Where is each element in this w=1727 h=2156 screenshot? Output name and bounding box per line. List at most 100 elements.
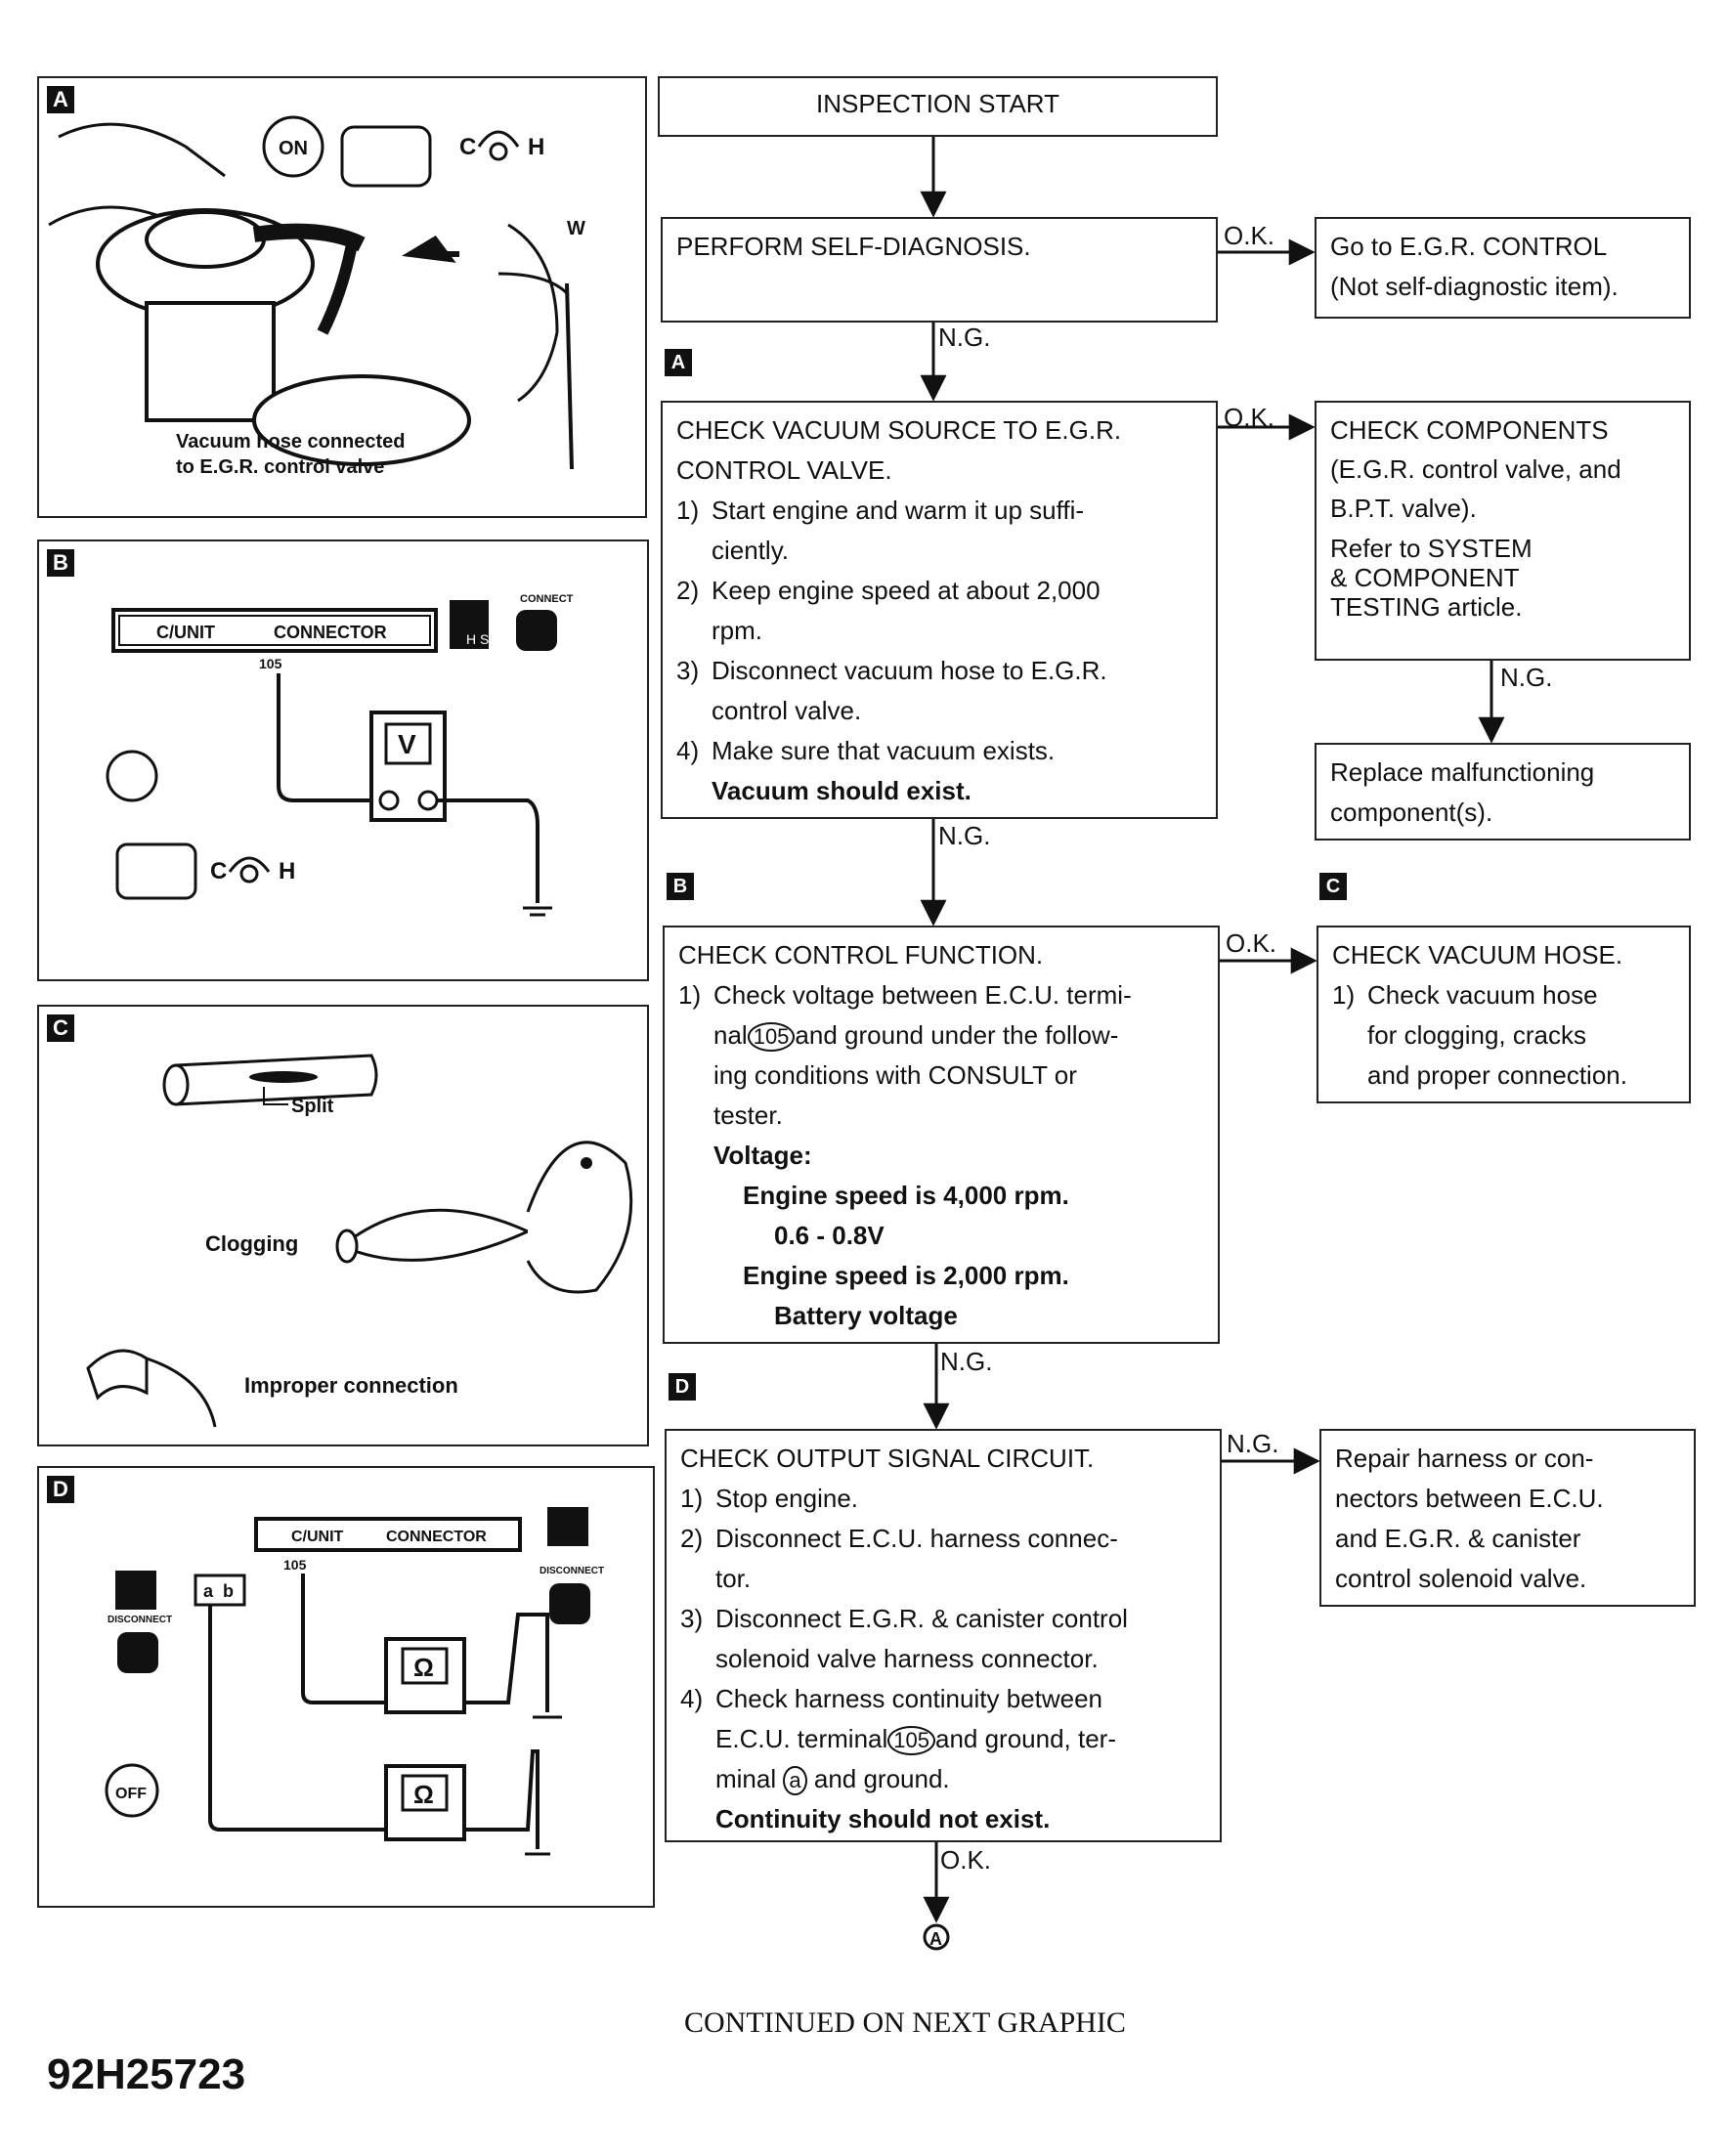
egr-control-line-1: Go to E.G.R. CONTROL (1330, 232, 1608, 261)
control-function-title: CHECK CONTROL FUNCTION. (678, 940, 1044, 970)
panel-b-illustration: B C/UNIT CONNECTOR 105 V H S CONNECT C H (37, 539, 649, 981)
os-line-2b: tor. (715, 1564, 752, 1593)
os-line-4c-pre: minal (715, 1764, 777, 1793)
pin-b-label: b (223, 1581, 234, 1601)
gauge-c-label: C (459, 134, 476, 160)
os-line-4b-pre: E.C.U. terminal (715, 1724, 888, 1753)
os-line-4b-post: and ground, ter- (934, 1724, 1116, 1753)
step-tag-a: A (665, 349, 692, 376)
voltmeter-symbol: V (398, 729, 416, 759)
os-step-1-num: 1) (680, 1484, 704, 1513)
terminal-105-label-d: 105 (283, 1557, 307, 1573)
panel-d-illustration: D C/UNIT CONNECTOR 105 Ω a b Ω DISCONNEC… (37, 1466, 655, 1908)
cf-line-1: Check voltage between E.C.U. termi- (713, 980, 1132, 1010)
hs-label: H S (466, 631, 489, 647)
vacuum-source-title-2: CONTROL VALVE. (676, 455, 892, 485)
vs-step-3-line-1: Disconnect vacuum hose to E.G.R. (712, 656, 1107, 685)
repair-line-1: Repair harness or con- (1335, 1444, 1594, 1473)
vacuum-source-title-1: CHECK VACUUM SOURCE TO E.G.R. (676, 415, 1122, 445)
cf-condition-2: Engine speed is 2,000 rpm. (743, 1261, 1069, 1290)
cf-line-2-pre: nal (713, 1020, 748, 1050)
os-step-2-num: 2) (680, 1524, 704, 1553)
clogging-label: Clogging (205, 1231, 298, 1256)
panel-d-tag: D (47, 1476, 74, 1503)
components-line-3: B.P.T. valve). (1330, 494, 1477, 523)
continued-footer: CONTINUED ON NEXT GRAPHIC (684, 2006, 1126, 2039)
replace-line-2: component(s). (1330, 798, 1493, 827)
ok-label-4: O.K. (940, 1845, 992, 1875)
ng-label-4: N.G. (940, 1347, 993, 1376)
gauge-h-label-b: H (279, 858, 295, 884)
vh-line-2: for clogging, cracks (1367, 1020, 1586, 1050)
vs-step-1-line-2: ciently. (712, 536, 789, 565)
split-label: Split (291, 1096, 334, 1117)
ok-label-2: O.K. (1224, 403, 1275, 432)
os-step-4-num: 4) (680, 1684, 704, 1713)
ohmmeter-symbol-1: Ω (413, 1653, 434, 1682)
os-line-3b: solenoid valve harness connector. (715, 1644, 1099, 1673)
cf-value-2: Battery voltage (774, 1301, 958, 1330)
output-signal-box: CHECK OUTPUT SIGNAL CIRCUIT. 1)Stop engi… (665, 1429, 1222, 1842)
connect-label: CONNECT (520, 593, 574, 605)
panel-b-tag: B (47, 549, 74, 577)
components-line-2: (E.G.R. control valve, and (1330, 454, 1621, 484)
cf-condition-1: Engine speed is 4,000 rpm. (743, 1181, 1069, 1210)
panel-c-tag: C (47, 1014, 74, 1042)
vs-step-4-line-2: Vacuum should exist. (712, 776, 971, 805)
ohmmeter-symbol-2: Ω (413, 1780, 434, 1809)
continuity-test-diagram: C/UNIT CONNECTOR 105 Ω a b Ω DISCONNECT … (105, 1507, 604, 1856)
inspection-start-box: INSPECTION START (658, 76, 1218, 137)
connector-a-label: A (929, 1929, 942, 1949)
control-function-box: CHECK CONTROL FUNCTION. 1)Check voltage … (663, 926, 1220, 1344)
terminal-105-circle-2: 105 (887, 1726, 935, 1755)
components-refer-3: TESTING article. (1330, 592, 1523, 622)
cf-voltage-label: Voltage: (713, 1141, 812, 1170)
vs-step-4-line-1: Make sure that vacuum exists. (712, 736, 1056, 765)
check-components-box: CHECK COMPONENTS (E.G.R. control valve, … (1315, 401, 1691, 661)
key-off-label: OFF (115, 1786, 147, 1802)
os-step-3-num: 3) (680, 1604, 704, 1633)
vh-step-1-num: 1) (1332, 980, 1356, 1010)
egr-valve-illustration: W ON C H Vacuum hose connected to E.G.R.… (48, 115, 585, 478)
vs-step-4-num: 4) (676, 736, 700, 765)
panel-a-illustration: A W ON C H Vacuum hose connected to E.G.… (37, 76, 647, 518)
ng-label-5: N.G. (1227, 1429, 1279, 1458)
os-line-2a: Disconnect E.C.U. harness connec- (715, 1524, 1118, 1553)
vs-step-3-line-2: control valve. (712, 696, 862, 725)
vacuum-source-box: CHECK VACUUM SOURCE TO E.G.R. CONTROL VA… (661, 401, 1218, 819)
hose-label-line-1: Vacuum hose connected (176, 431, 406, 453)
os-line-4a: Check harness continuity between (715, 1684, 1103, 1713)
egr-control-line-2: (Not self-diagnostic item). (1330, 272, 1619, 301)
disconnect-label-left: DISCONNECT (108, 1615, 172, 1625)
os-line-4d: Continuity should not exist. (715, 1804, 1051, 1833)
egr-control-box: Go to E.G.R. CONTROL (Not self-diagnosti… (1315, 217, 1691, 319)
components-line-1: CHECK COMPONENTS (1330, 415, 1609, 445)
replace-line-1: Replace malfunctioning (1330, 757, 1595, 787)
step-tag-b: B (667, 873, 694, 900)
vh-line-1: Check vacuum hose (1367, 980, 1598, 1010)
cf-line-4: tester. (713, 1100, 783, 1130)
vs-step-2-num: 2) (676, 576, 700, 605)
vs-step-2-line-2: rpm. (712, 616, 762, 645)
vs-step-1-num: 1) (676, 496, 700, 525)
ok-label-1: O.K. (1224, 221, 1275, 250)
svg-text:ON: ON (279, 138, 308, 159)
terminal-105-label: 105 (259, 656, 282, 671)
improper-connection-label: Improper connection (244, 1373, 458, 1398)
svg-text:W: W (567, 218, 585, 239)
repair-line-3: and E.G.R. & canister (1335, 1524, 1581, 1553)
cf-line-3: ing conditions with CONSULT or (713, 1060, 1077, 1090)
check-vacuum-hose-box: CHECK VACUUM HOSE. 1) Check vacuum hose f… (1317, 926, 1691, 1103)
ok-label-3: O.K. (1226, 928, 1277, 958)
connector-label: CONNECTOR (274, 623, 387, 642)
os-line-1: Stop engine. (715, 1484, 859, 1513)
self-diagnosis-box: PERFORM SELF-DIAGNOSIS. (661, 217, 1218, 323)
os-line-3a: Disconnect E.G.R. & canister control (715, 1604, 1128, 1633)
vacuum-hose-title: CHECK VACUUM HOSE. (1332, 940, 1623, 970)
ng-label-3: N.G. (938, 821, 991, 850)
c-unit-label: C/UNIT (156, 623, 215, 642)
inspection-start-text: INSPECTION START (816, 89, 1059, 118)
terminal-105-circle: 105 (747, 1022, 796, 1052)
disconnect-label-right: DISCONNECT (540, 1566, 604, 1576)
